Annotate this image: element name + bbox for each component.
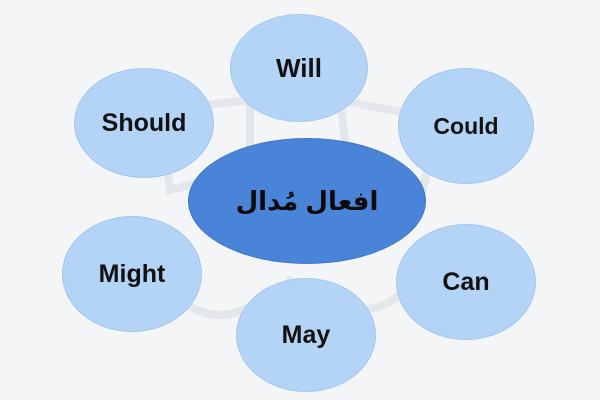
node-will-label: Will — [276, 52, 322, 83]
node-could: Could — [398, 68, 534, 184]
node-could-label: Could — [433, 112, 499, 139]
node-will: Will — [230, 14, 368, 122]
node-can: Can — [396, 224, 536, 340]
node-modal-verbs: افعال مُدال — [188, 138, 426, 264]
node-modal-verbs-label: افعال مُدال — [235, 185, 379, 216]
node-may: May — [236, 278, 376, 392]
node-may-label: May — [281, 320, 331, 349]
node-should: Should — [74, 68, 214, 178]
node-should-label: Should — [101, 108, 187, 137]
node-might: Might — [62, 216, 202, 332]
node-can-label: Can — [442, 267, 490, 296]
node-might-label: Might — [98, 259, 166, 288]
